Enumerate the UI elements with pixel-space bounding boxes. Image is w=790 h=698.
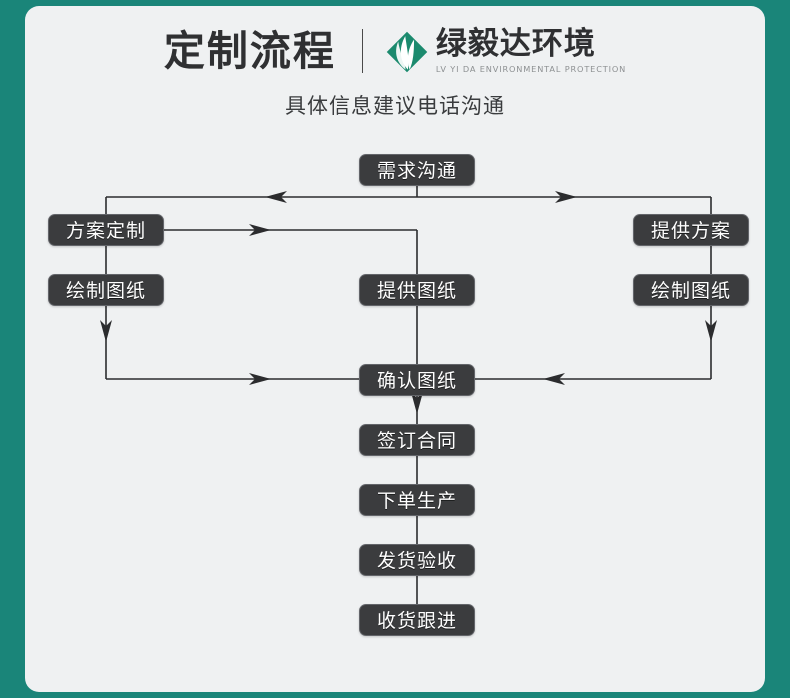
- flow-node-provide-drawing[interactable]: 提供图纸: [359, 274, 475, 306]
- flowchart-connectors: [100, 186, 717, 620]
- header-title-row: 定制流程 绿毅达环境 LV YI DA ENVIRONMENTAL PROTEC…: [25, 18, 765, 84]
- flowchart: 需求沟通 方案定制 提供方案 绘制图纸 提供图纸 绘制图纸 确认图纸 签订合同 …: [25, 6, 765, 692]
- brand-tagline: LV YI DA ENVIRONMENTAL PROTECTION: [435, 63, 627, 74]
- flow-node-confirm-drawing[interactable]: 确认图纸: [359, 364, 475, 396]
- flow-node-receive-followup[interactable]: 收货跟进: [359, 604, 475, 636]
- flow-node-sign-contract[interactable]: 签订合同: [359, 424, 475, 456]
- brand-logo: 绿毅达环境 LV YI DA ENVIRONMENTAL PROTECTION: [385, 28, 626, 74]
- flow-node-requirement[interactable]: 需求沟通: [359, 154, 475, 186]
- title-divider: [361, 29, 363, 73]
- flow-node-draw-drawing-left[interactable]: 绘制图纸: [48, 274, 164, 306]
- leaf-diamond-logo-icon: [386, 31, 428, 73]
- page-subtitle: 具体信息建议电话沟通: [285, 94, 505, 118]
- flow-node-ship-inspect[interactable]: 发货验收: [359, 544, 475, 576]
- brand-text: 绿毅达环境 LV YI DA ENVIRONMENTAL PROTECTION: [436, 28, 626, 74]
- page-title: 定制流程: [163, 26, 336, 75]
- brand-name: 绿毅达环境: [435, 26, 596, 63]
- flow-node-place-order[interactable]: 下单生产: [359, 484, 475, 516]
- content-panel: 定制流程 绿毅达环境 LV YI DA ENVIRONMENTAL PROTEC…: [25, 6, 765, 692]
- flow-node-provide-plan[interactable]: 提供方案: [633, 214, 749, 246]
- header: 定制流程 绿毅达环境 LV YI DA ENVIRONMENTAL PROTEC…: [25, 6, 765, 136]
- flow-node-plan-custom[interactable]: 方案定制: [48, 214, 164, 246]
- flow-node-draw-drawing-right[interactable]: 绘制图纸: [633, 274, 749, 306]
